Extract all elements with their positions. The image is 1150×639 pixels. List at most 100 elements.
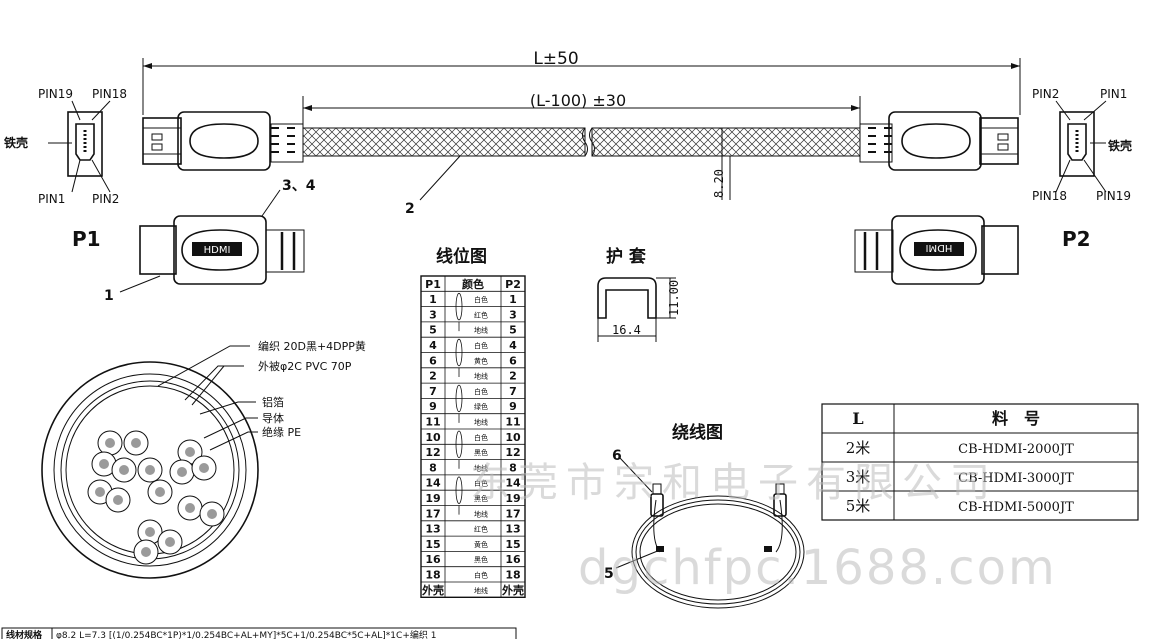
wiring-header-0: P1 [425, 278, 441, 291]
spec-label: 线材规格 [6, 629, 43, 639]
wiring-color-cell: 白色 [474, 433, 488, 442]
right-shell-label: 铁壳 [1108, 138, 1132, 153]
spec-line: 线材规格 φ8.2 L=7.3 [(1/0.254BC*1P)*1/0.254B… [1, 627, 517, 639]
part-length-cell: 5米 [846, 497, 871, 515]
wiring-color-cell: 地线 [474, 326, 488, 335]
wiring-p2-cell: 12 [505, 446, 520, 459]
right-connector-face: PIN2 PIN1 PIN18 PIN19 铁壳 [1032, 87, 1132, 203]
wiring-p2-cell: 7 [509, 385, 517, 398]
wiring-p2-cell: 外壳 [501, 583, 524, 597]
right-pin2-label: PIN2 [1032, 87, 1059, 101]
callout-3-4: 3、4 [282, 178, 316, 194]
p2-label: P2 [1062, 227, 1091, 251]
left-plug-metal [142, 117, 182, 165]
wiring-color-cell: 白色 [474, 387, 488, 396]
wiring-p1-cell: 3 [429, 308, 437, 321]
wiring-p2-cell: 3 [509, 308, 517, 321]
callout-5: 5 [604, 566, 614, 582]
left-housing [177, 111, 271, 171]
wiring-color-cell: 白色 [474, 479, 488, 488]
wiring-p1-cell: 4 [429, 339, 437, 352]
cable-length-label: (L-100) ±30 [530, 91, 626, 110]
winding-title: 绕线图 [672, 422, 723, 443]
wiring-color-cell: 红色 [474, 310, 488, 319]
wiring-color-cell: 绿色 [474, 402, 488, 411]
wiring-p1-cell: 7 [429, 385, 437, 398]
wiring-color-cell: 红色 [474, 525, 488, 534]
sleeve-drawing: 护 套 16.4 11.00 [597, 246, 681, 342]
wiring-p2-cell: 13 [505, 523, 520, 536]
part-number-cell: CB-HDMI-5000JT [958, 500, 1074, 515]
wiring-p1-cell: 19 [425, 492, 440, 505]
wiring-p2-cell: 9 [509, 400, 517, 413]
callout-2: 2 [405, 201, 415, 217]
wiring-color-cell: 白色 [474, 571, 488, 580]
wiring-p1-cell: 2 [429, 370, 437, 383]
p1-label: P1 [72, 227, 101, 251]
cross-section-label-braid: 编织 20D黑+4DPP黄 [258, 339, 366, 353]
left-pin2-label: PIN2 [92, 192, 119, 206]
wiring-color-cell: 白色 [474, 295, 488, 304]
wiring-p1-cell: 13 [425, 523, 440, 536]
braided-cable-left [302, 127, 586, 157]
left-housing-oval [189, 123, 259, 159]
twisted-pair-icon [455, 338, 463, 367]
wiring-p1-cell: 外壳 [421, 583, 444, 597]
twisted-pair-icon [455, 430, 463, 459]
wiring-p2-cell: 16 [505, 553, 521, 566]
overall-dimension: L±50 [142, 49, 1021, 115]
spec-value: φ8.2 L=7.3 [(1/0.254BC*1P)*1/0.254BC+AL+… [56, 629, 436, 639]
callout-1: 1 [104, 288, 114, 304]
wiring-color-cell: 黑色 [474, 448, 488, 457]
cable-cross-section: 编织 20D黑+4DPP黄 外被φ2C PVC 70P 铝箔 导体 绝缘 PE [41, 339, 366, 579]
part-number-cell: CB-HDMI-3000JT [958, 471, 1074, 486]
wiring-p2-cell: 6 [509, 354, 517, 367]
sleeve-height-label: 11.00 [667, 280, 681, 316]
part-number-cell: CB-HDMI-2000JT [958, 442, 1074, 457]
p1-plug-top-view: HDMI P1 3、4 1 2 [72, 155, 461, 304]
sleeve-width-label: 16.4 [612, 323, 641, 337]
wiring-header-2: P2 [505, 278, 521, 291]
watermark-url: dgchfpc.1688.com [578, 540, 1057, 596]
wiring-color-cell: 地线 [474, 418, 488, 427]
twisted-pair-icon [455, 476, 463, 504]
wiring-p1-cell: 8 [429, 461, 437, 474]
wiring-p2-cell: 2 [509, 370, 517, 383]
wiring-p1-cell: 11 [425, 416, 440, 429]
left-pin19-label: PIN19 [38, 87, 73, 101]
p2-plug-top-view: HDMI P2 [854, 215, 1091, 285]
cable-assembly-side-view: 8.20 [142, 111, 1019, 200]
wiring-color-cell: 地线 [474, 509, 488, 518]
cross-section-label-jacket: 外被φ2C PVC 70P [258, 360, 352, 373]
wiring-p1-cell: 9 [429, 400, 437, 413]
wiring-p1-cell: 6 [429, 354, 437, 367]
wiring-p1-cell: 16 [425, 553, 441, 566]
p2-hdmi-logo: HDMI [926, 242, 953, 253]
wiring-p1-cell: 1 [429, 293, 437, 306]
wiring-p2-cell: 11 [505, 416, 520, 429]
left-pin1-label: PIN1 [38, 192, 65, 206]
wiring-p2-cell: 1 [509, 293, 517, 306]
wiring-color-cell: 黑色 [474, 494, 488, 503]
twisted-pair-icon [455, 384, 463, 413]
wiring-p1-cell: 12 [425, 446, 440, 459]
wiring-p1-cell: 14 [425, 477, 441, 490]
wiring-p2-cell: 19 [505, 492, 520, 505]
wiring-title: 线位图 [436, 246, 487, 267]
winding-diagram: 绕线图 6 5 [604, 422, 805, 609]
watermark-company: 东莞市宗和电子有限公司 [470, 460, 998, 506]
part-header-number: 料 号 [992, 409, 1040, 428]
p1-hdmi-logo: HDMI [204, 245, 231, 256]
wiring-p2-cell: 17 [505, 507, 520, 520]
wiring-p2-cell: 4 [509, 339, 517, 352]
wiring-p2-cell: 18 [505, 569, 520, 582]
wiring-p1-cell: 5 [429, 324, 437, 337]
braided-cable-right [591, 127, 861, 157]
wiring-color-cell: 白色 [474, 341, 488, 350]
twisted-pair-icon [455, 292, 463, 321]
wiring-color-cell: 黄色 [474, 540, 488, 549]
right-pin18-label: PIN18 [1032, 189, 1067, 203]
